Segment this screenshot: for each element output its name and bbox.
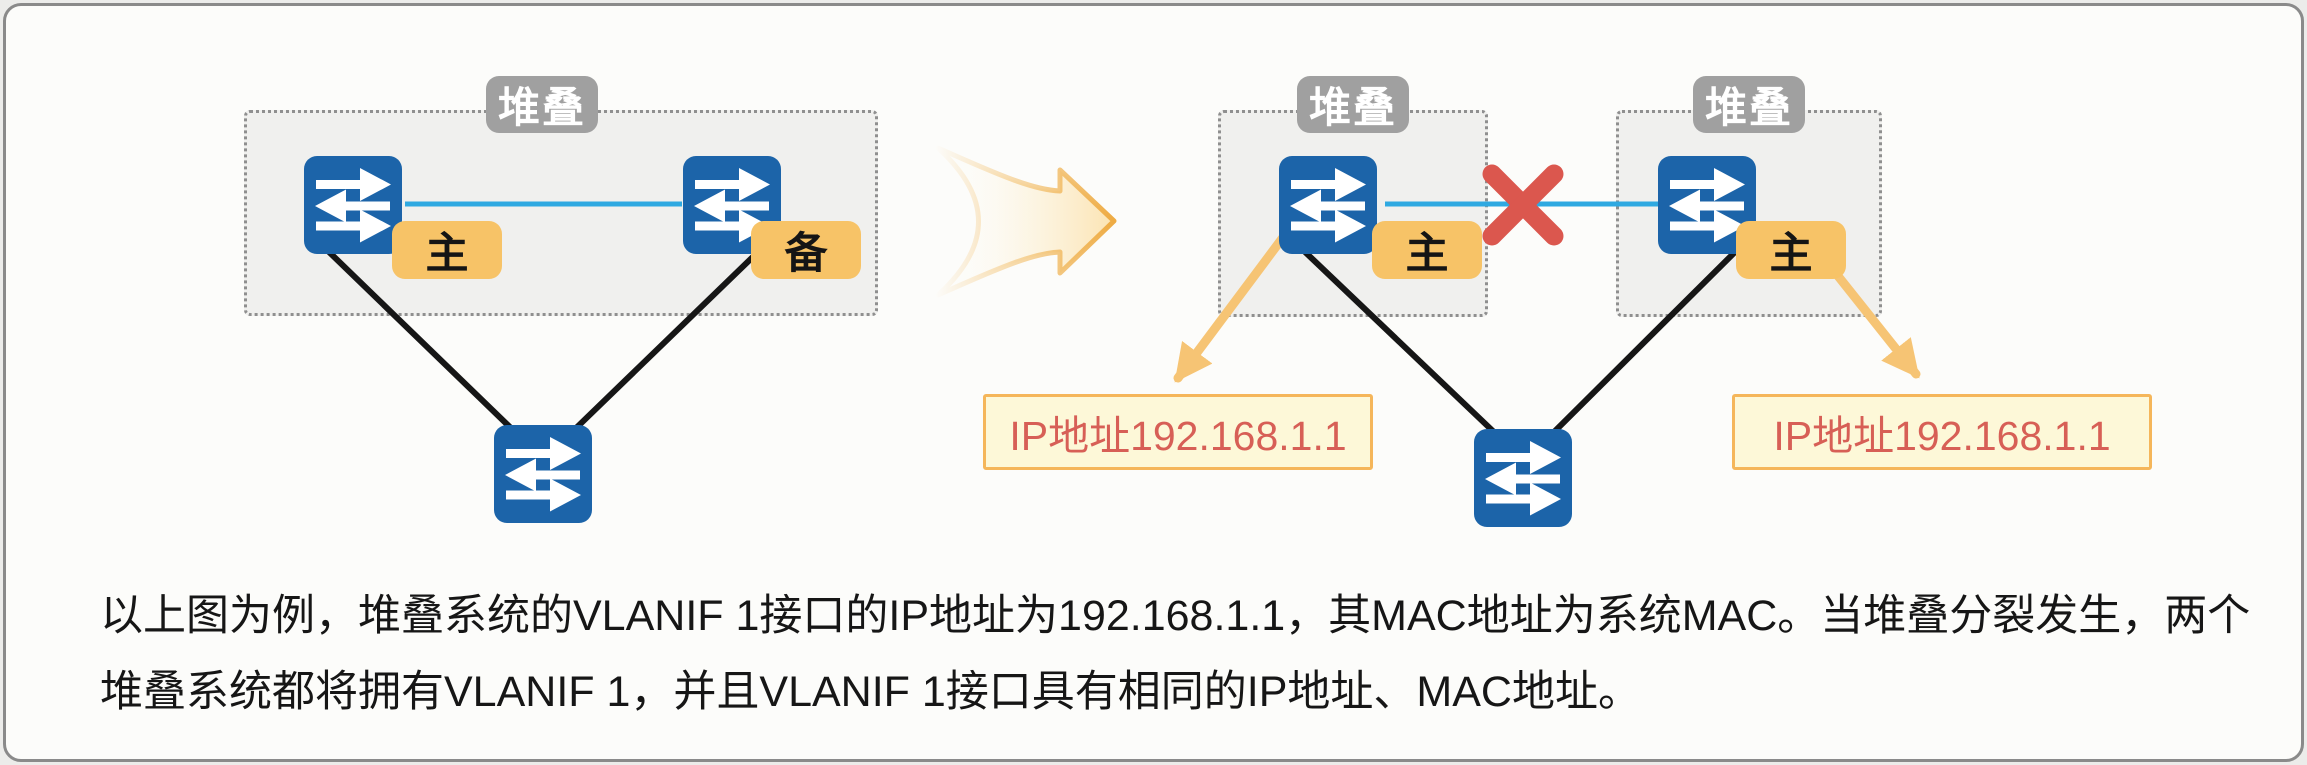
switch-icon	[491, 424, 595, 524]
caption-line-1: 以上图为例，堆叠系统的VLANIF 1接口的IP地址为192.168.1.1，其…	[100, 592, 2251, 640]
switch-icon	[1471, 428, 1575, 528]
standby-badge: 备	[751, 221, 861, 279]
split-stack1-switch	[1276, 155, 1380, 255]
caption-line-2: 堆叠系统都将拥有VLANIF 1，并且VLANIF 1接口具有相同的IP地址、M…	[100, 668, 1641, 716]
stack-system-badge: 堆叠	[486, 76, 598, 133]
downstream-switch-right	[1471, 428, 1575, 528]
split-stack1-badge: 堆叠	[1297, 76, 1409, 133]
switch-icon	[301, 155, 405, 255]
switch-icon	[1276, 155, 1380, 255]
ip-callout-right: IP地址192.168.1.1	[1732, 394, 2152, 470]
split-stack2-master-badge: 主	[1736, 221, 1846, 279]
downstream-switch-left	[491, 424, 595, 524]
caption-text: 以上图为例，堆叠系统的VLANIF 1接口的IP地址为192.168.1.1，其…	[100, 578, 2260, 730]
split-stack2-badge: 堆叠	[1693, 76, 1805, 133]
ip-callout-left: IP地址192.168.1.1	[983, 394, 1373, 470]
master-switch	[301, 155, 405, 255]
split-stack1-master-badge: 主	[1372, 221, 1482, 279]
master-badge: 主	[392, 221, 502, 279]
